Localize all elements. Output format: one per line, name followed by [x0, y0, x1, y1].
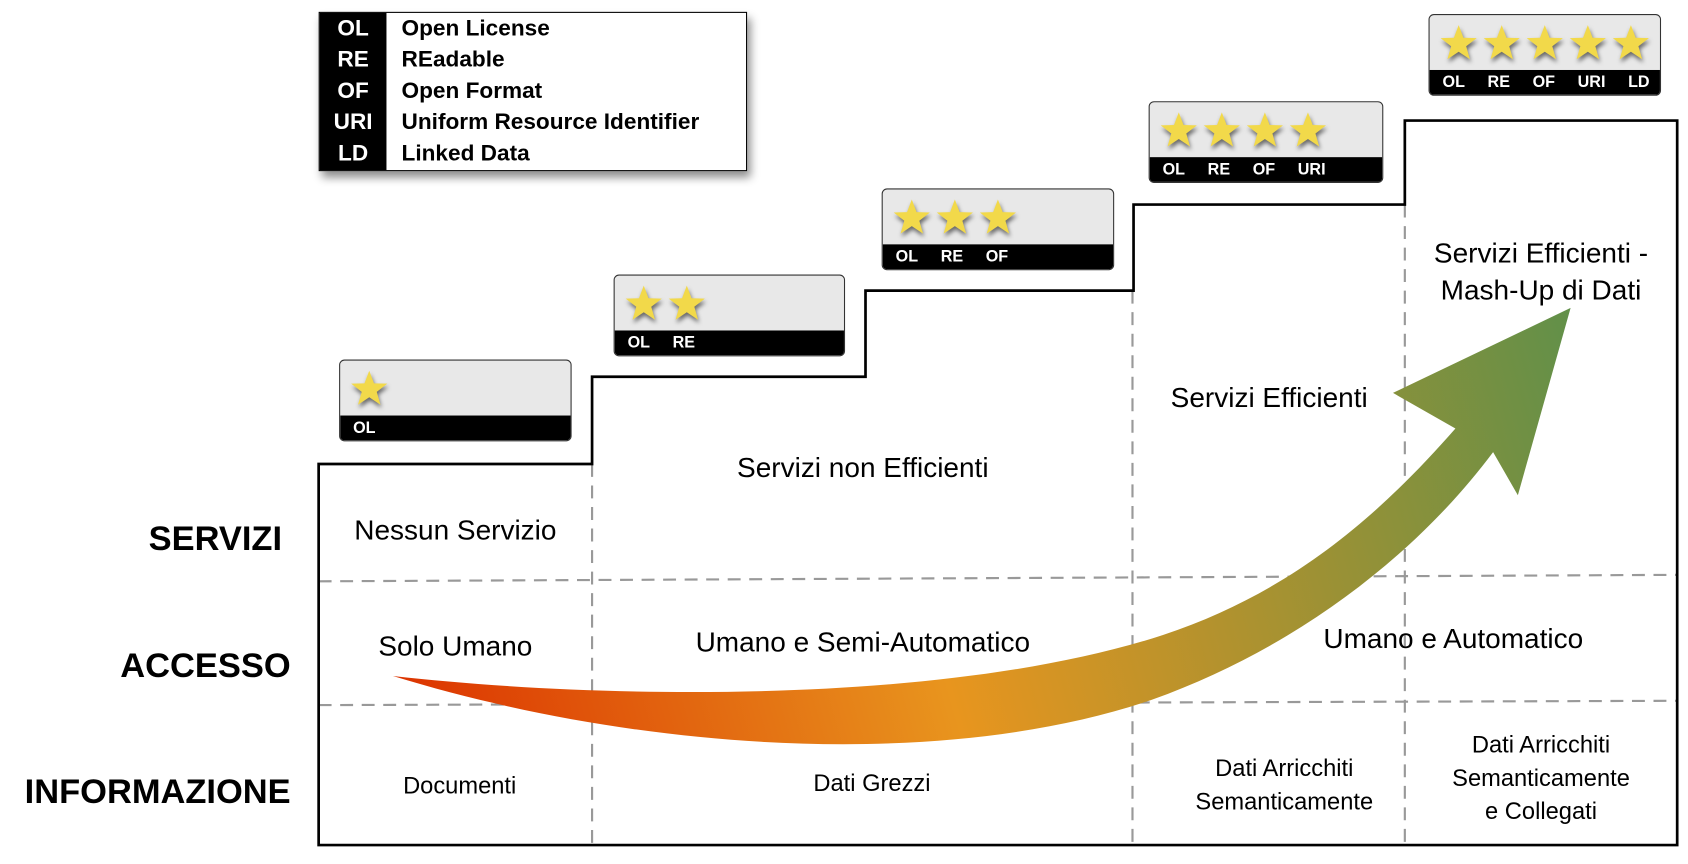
star-icon — [979, 199, 1016, 234]
badge-code: URI — [1577, 73, 1606, 92]
row-label-services: SERVIZI — [148, 518, 283, 558]
badge-5-stars: OL RE OF URI LD — [1428, 13, 1662, 96]
info-semantic-line1: Dati Arricchiti — [1215, 754, 1354, 782]
star-icon — [1440, 25, 1477, 60]
services-inefficient: Servizi non Efficienti — [737, 451, 989, 484]
access-semi-automatic: Umano e Semi-Automatico — [695, 625, 1031, 658]
star-icon — [1483, 25, 1520, 60]
info-documents: Documenti — [403, 771, 517, 799]
services-mashup: Servizi Efficienti - Mash-Up di Dati — [1405, 235, 1677, 308]
stair-outline — [317, 119, 1679, 847]
badge-code: OL — [627, 333, 651, 353]
badge-code: OL — [1442, 73, 1465, 92]
row-label-information: INFORMAZIONE — [24, 771, 291, 811]
legend-label: REadable — [401, 47, 505, 73]
badge-code: OF — [1252, 160, 1276, 179]
badge-code: RE — [1487, 73, 1510, 92]
star-icon — [936, 199, 973, 234]
badge-codes: OL RE OF URI LD — [1429, 69, 1660, 95]
info-raw-data: Dati Grezzi — [813, 769, 931, 797]
star-rating — [883, 189, 1113, 245]
info-semantic-data: Dati Arricchiti Semanticamente — [1134, 751, 1435, 818]
badge-code: OL — [1162, 160, 1186, 179]
legend-abbreviations: OL RE OF URI LD — [319, 12, 387, 171]
legend-abbr: URI — [333, 109, 373, 135]
star-icon — [893, 199, 930, 234]
star-rating — [1430, 15, 1660, 71]
star-rating — [340, 361, 570, 417]
info-linked-line3: e Collegati — [1485, 797, 1597, 825]
star-icon — [1289, 112, 1327, 147]
star-icon — [351, 370, 388, 405]
info-linked-data: Dati Arricchiti Semanticamente e Collega… — [1405, 728, 1677, 828]
badge-code: OL — [895, 247, 919, 266]
badge-code: RE — [1207, 160, 1231, 179]
legend: OL RE OF URI LD Open License REadable Op… — [318, 11, 748, 172]
row-label-access: ACCESSO — [120, 645, 291, 685]
badge-code: OF — [1532, 73, 1556, 92]
star-rating — [615, 276, 844, 332]
star-rating — [1150, 102, 1383, 158]
badge-code: OF — [985, 247, 1009, 266]
badge-1-star: OL — [339, 359, 572, 442]
services-efficient: Servizi Efficienti — [1170, 381, 1368, 414]
divider-services-access — [318, 573, 1678, 583]
legend-labels: Open License REadable Open Format Unifor… — [386, 13, 746, 170]
badge-codes: OL RE OF — [882, 244, 1114, 270]
star-icon — [1526, 25, 1563, 60]
services-none: Nessun Servizio — [354, 513, 557, 546]
badge-code: URI — [1297, 160, 1326, 179]
star-icon — [625, 285, 662, 320]
star-icon — [668, 285, 705, 320]
legend-abbr: OL — [337, 16, 369, 41]
star-icon — [1612, 25, 1649, 60]
legend-abbr: OF — [337, 78, 369, 104]
badge-code: RE — [940, 247, 964, 266]
star-icon — [1569, 25, 1606, 60]
star-icon — [1203, 112, 1240, 147]
star-icon — [1246, 112, 1283, 147]
legend-abbr: LD — [338, 141, 369, 166]
badge-3-stars: OL RE OF — [881, 188, 1115, 271]
badge-code: LD — [1628, 73, 1650, 92]
badge-codes: OL RE — [614, 330, 844, 356]
badge-code: OL — [353, 418, 376, 438]
services-mashup-line1: Servizi Efficienti - — [1433, 236, 1649, 270]
info-linked-line2: Semanticamente — [1452, 764, 1630, 792]
legend-label: Uniform Resource Identifier — [401, 109, 700, 135]
info-semantic-line2: Semanticamente — [1195, 787, 1374, 815]
progress-arrow — [392, 307, 1571, 745]
legend-label: Open License — [401, 16, 550, 41]
info-linked-line1: Dati Arricchiti — [1471, 730, 1611, 758]
legend-label: Open Format — [401, 78, 543, 104]
badge-code: RE — [672, 333, 696, 353]
badge-2-stars: OL RE — [613, 274, 846, 357]
legend-label: Linked Data — [401, 141, 530, 166]
access-human-only: Solo Umano — [378, 629, 533, 663]
badge-codes: OL RE OF URI — [1149, 157, 1383, 182]
access-automatic: Umano e Automatico — [1323, 622, 1584, 655]
badge-codes: OL — [340, 415, 571, 441]
badge-4-stars: OL RE OF URI — [1148, 101, 1384, 184]
legend-abbr: RE — [337, 47, 369, 73]
star-icon — [1160, 112, 1197, 147]
services-mashup-line2: Mash-Up di Dati — [1440, 273, 1642, 306]
